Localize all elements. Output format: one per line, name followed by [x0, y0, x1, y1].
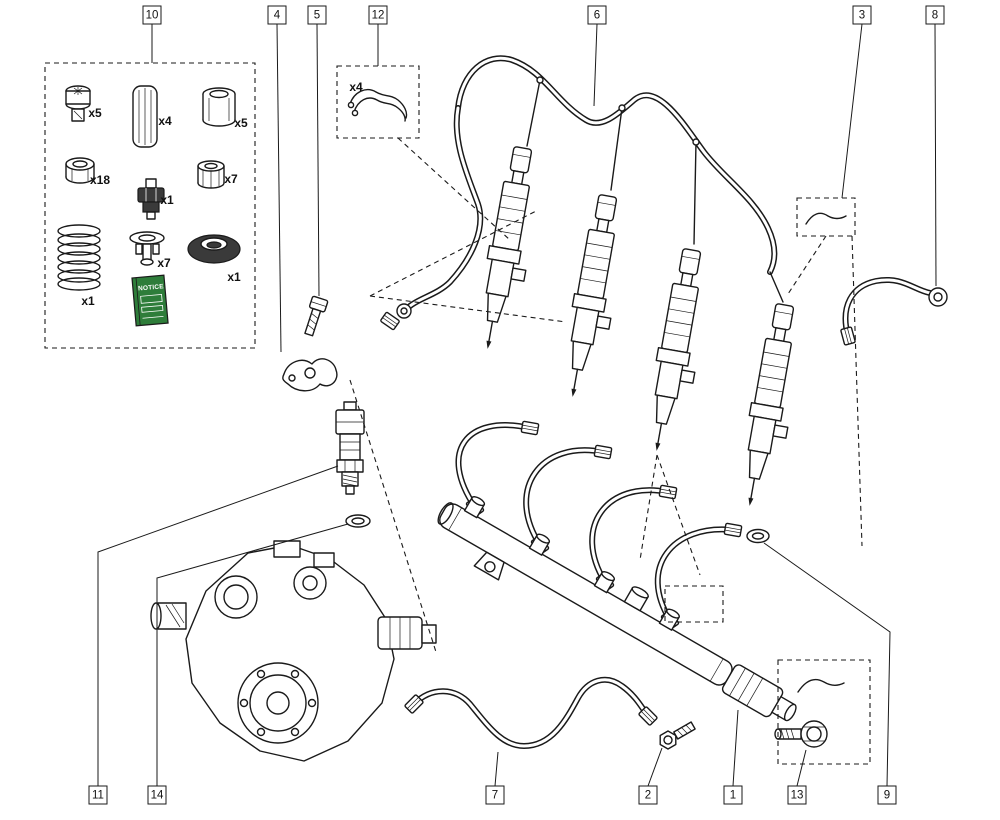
fuel-rail — [437, 496, 797, 722]
spring — [57, 224, 101, 291]
sleeve — [202, 87, 236, 127]
qty-torx-screw: x5 — [88, 106, 102, 120]
injector-4 — [733, 301, 810, 511]
notice-booklet: NOTICE — [131, 274, 169, 327]
flanged-bushing — [65, 157, 95, 184]
clamp-bolt — [304, 295, 329, 337]
union-fitting — [774, 720, 828, 748]
seal-ring — [187, 234, 241, 264]
callout-12[interactable]: 12 — [368, 5, 388, 25]
hp-pump — [150, 540, 437, 762]
qty-sleeve: x5 — [234, 116, 248, 130]
injector-1 — [471, 144, 548, 354]
callout-8[interactable]: 8 — [925, 5, 945, 25]
qty-spring: x1 — [81, 294, 95, 308]
cap-valve — [129, 231, 165, 266]
pump-outlet-union — [377, 616, 437, 650]
callout-9[interactable]: 9 — [877, 785, 897, 805]
callout-13[interactable]: 13 — [787, 785, 807, 805]
callout-6[interactable]: 6 — [587, 5, 607, 25]
filter-cartridge — [132, 85, 158, 148]
callout-10[interactable]: 10 — [142, 5, 162, 25]
banjo-fitting — [379, 303, 412, 331]
callout-14[interactable]: 14 — [147, 785, 167, 805]
qty-seal-ring: x1 — [227, 270, 241, 284]
zoom-regions — [349, 137, 871, 765]
leak-off-pipe — [379, 55, 784, 331]
rail-end-regulator — [721, 664, 797, 722]
qty-cap-valve: x7 — [157, 256, 171, 270]
callout-2[interactable]: 2 — [638, 785, 658, 805]
qty-filter-cartridge: x4 — [158, 114, 172, 128]
injector-2 — [556, 192, 633, 402]
injectors — [471, 144, 810, 511]
kit-box: NOTICE — [44, 62, 256, 349]
callout-4[interactable]: 4 — [267, 5, 287, 25]
injector-3 — [640, 246, 717, 456]
torx-screw — [65, 85, 91, 122]
callout-5[interactable]: 5 — [307, 5, 327, 25]
rail-sensor-boss — [623, 586, 649, 612]
sensor-washer — [345, 514, 371, 528]
supply-pipe — [403, 676, 659, 750]
leader-lines — [97, 23, 937, 787]
callout-1[interactable]: 1 — [723, 785, 743, 805]
rail-sensor — [335, 401, 365, 495]
pipe-8 — [839, 276, 948, 346]
qty-flanged-bushing: x18 — [89, 173, 111, 187]
qty-valve: x1 — [160, 193, 174, 207]
callout-11[interactable]: 11 — [88, 785, 108, 805]
injector-washer — [746, 528, 770, 544]
pump-inlet-port — [150, 602, 187, 630]
rail-mounting-lug — [473, 551, 505, 581]
mounting-bolt — [659, 721, 696, 750]
callout-3[interactable]: 3 — [852, 5, 872, 25]
qty-clips: x4 — [349, 80, 363, 94]
union-nut — [197, 160, 225, 189]
notice-label: NOTICE — [138, 283, 165, 292]
clip-box — [336, 65, 420, 139]
retaining-clips — [347, 88, 408, 122]
valve — [137, 178, 165, 220]
hp-pipes — [455, 420, 743, 631]
clamp-bracket — [282, 358, 338, 392]
qty-union-nut: x7 — [224, 172, 238, 186]
callout-7[interactable]: 7 — [485, 785, 505, 805]
rail-ports — [463, 496, 680, 631]
